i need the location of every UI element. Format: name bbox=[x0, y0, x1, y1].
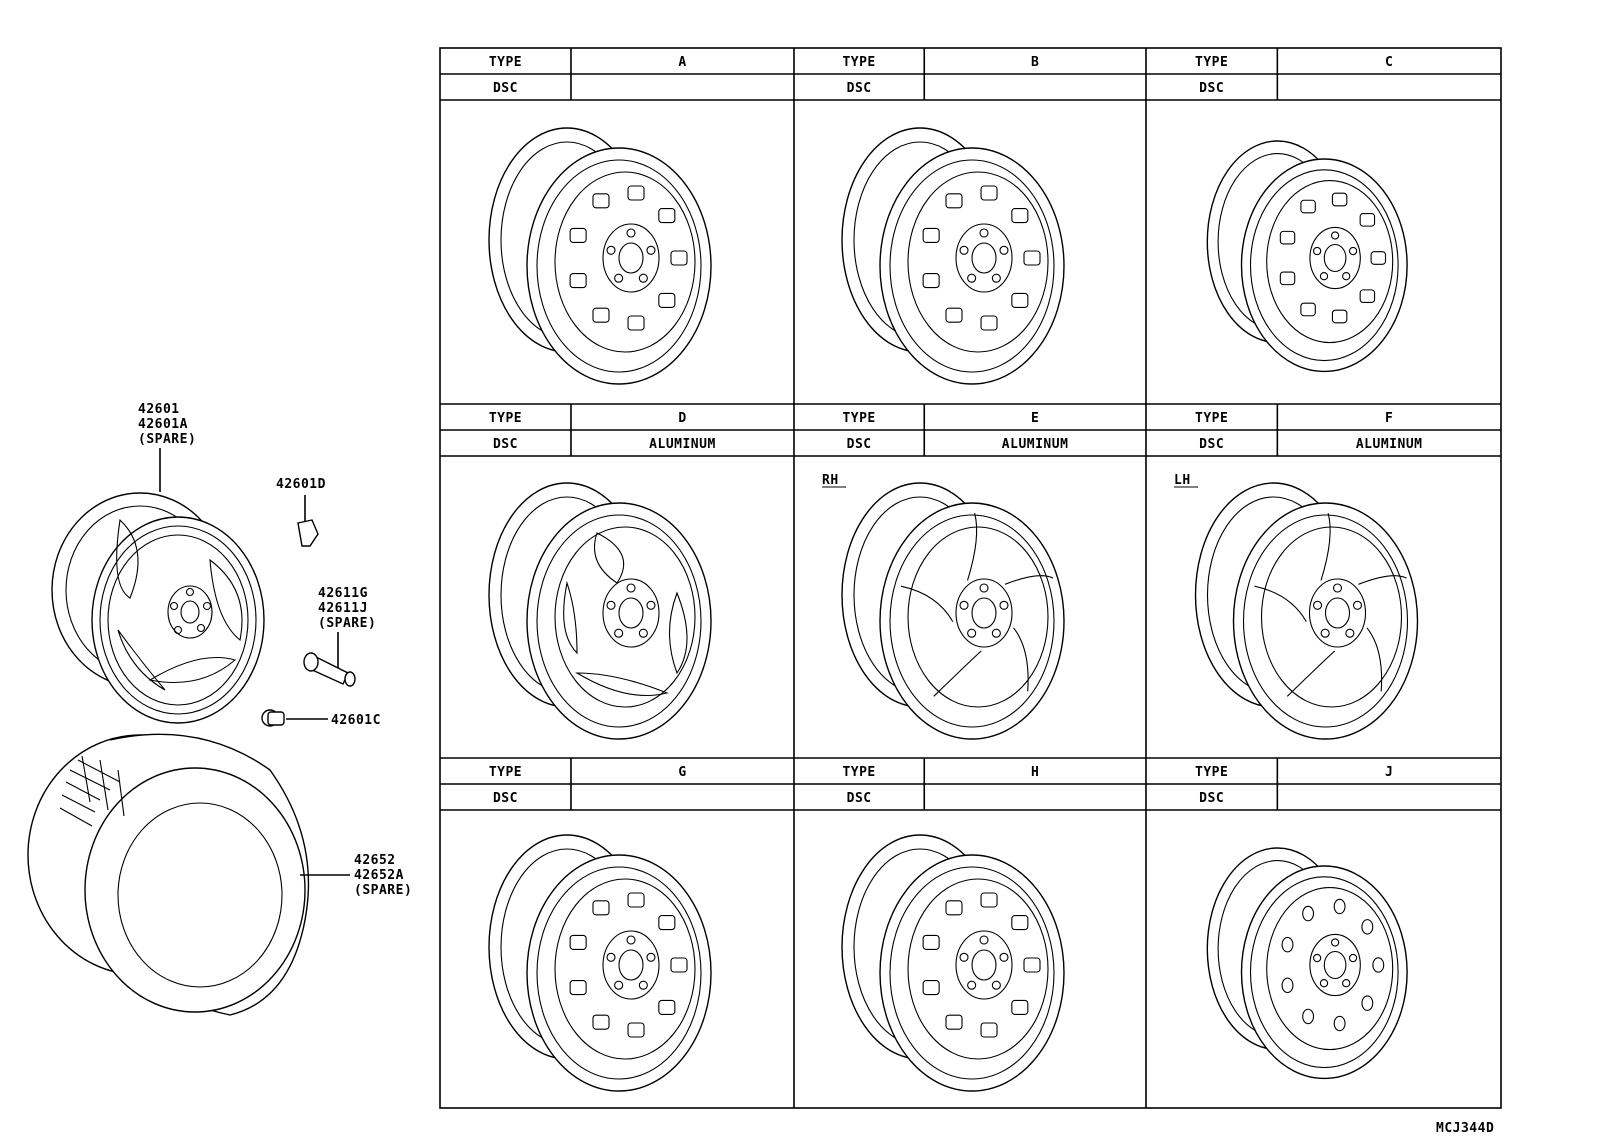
tire-drawing[interactable] bbox=[27, 733, 310, 1016]
valve-drawing[interactable] bbox=[303, 652, 356, 687]
wheel-drawing-J bbox=[1206, 847, 1408, 1080]
type-cell-G[interactable]: TYPE G DSC bbox=[440, 758, 794, 1092]
type-cell-E[interactable]: TYPE E DSC ALUMINUM RH bbox=[794, 404, 1146, 740]
wheel-part-number-spare: (SPARE) bbox=[138, 432, 196, 447]
aluminum-wheel-drawing[interactable] bbox=[51, 492, 265, 724]
type-cell-F[interactable]: TYPE F DSC ALUMINUM LH bbox=[1146, 404, 1501, 740]
side-label: RH bbox=[822, 473, 839, 488]
dsc-value: ALUMINUM bbox=[1002, 437, 1069, 452]
type-value: C bbox=[1385, 55, 1393, 70]
type-label: TYPE bbox=[489, 411, 522, 426]
type-value: G bbox=[678, 765, 686, 780]
wheel-part-number-2: 42601A bbox=[138, 417, 188, 432]
dsc-label: DSC bbox=[493, 81, 518, 96]
type-label: TYPE bbox=[489, 55, 522, 70]
type-cell-C[interactable]: TYPE C DSC bbox=[1146, 48, 1501, 373]
type-cells: TYPE A DSC TYPE B DSC TYPE C DSC TYPE D DSC ALUMINUM… bbox=[440, 48, 1501, 1092]
dsc-label: DSC bbox=[1199, 791, 1224, 806]
valve-part-number-2: 42611J bbox=[318, 601, 368, 616]
type-label: TYPE bbox=[842, 765, 875, 780]
side-label: LH bbox=[1174, 473, 1191, 488]
type-cell-A[interactable]: TYPE A DSC bbox=[440, 48, 794, 385]
cap-part-number: 42601C bbox=[331, 713, 381, 728]
wheel-drawing-E bbox=[841, 482, 1065, 740]
tire-part-number-2: 42652A bbox=[354, 868, 404, 883]
wheel-type-table bbox=[439, 47, 1502, 1109]
wheel-part-number-1: 42601 bbox=[138, 402, 180, 417]
type-label: TYPE bbox=[1195, 765, 1228, 780]
wheel-drawing-F bbox=[1194, 482, 1419, 740]
wheel-drawing-B bbox=[841, 127, 1065, 385]
figure-code: MCJ344D bbox=[1436, 1121, 1494, 1136]
type-value: B bbox=[1031, 55, 1039, 70]
dsc-label: DSC bbox=[493, 437, 518, 452]
wheel-drawing-C bbox=[1206, 140, 1408, 373]
valve-cap-drawing[interactable] bbox=[261, 709, 285, 727]
type-cell-B[interactable]: TYPE B DSC bbox=[794, 48, 1146, 385]
type-label: TYPE bbox=[842, 411, 875, 426]
left-parts-group: 42601 42601A (SPARE) 42601D bbox=[27, 402, 412, 1016]
dsc-label: DSC bbox=[847, 791, 872, 806]
dsc-label: DSC bbox=[1199, 81, 1224, 96]
type-value: J bbox=[1385, 765, 1393, 780]
wheel-drawing-H bbox=[841, 834, 1065, 1092]
dsc-label: DSC bbox=[493, 791, 518, 806]
tire-part-number-spare: (SPARE) bbox=[354, 883, 412, 898]
type-value: D bbox=[678, 411, 686, 426]
wheel-drawing-D bbox=[488, 482, 712, 740]
dsc-value: ALUMINUM bbox=[649, 437, 716, 452]
type-value: H bbox=[1031, 765, 1039, 780]
dsc-value: ALUMINUM bbox=[1356, 437, 1423, 452]
wheel-drawing-A bbox=[488, 127, 712, 385]
dsc-label: DSC bbox=[847, 81, 872, 96]
type-value: E bbox=[1031, 411, 1039, 426]
balance-weight-drawing[interactable] bbox=[297, 519, 319, 547]
type-cell-J[interactable]: TYPE J DSC bbox=[1146, 758, 1501, 1080]
type-label: TYPE bbox=[1195, 55, 1228, 70]
type-label: TYPE bbox=[1195, 411, 1228, 426]
type-value: A bbox=[678, 55, 686, 70]
tire-part-number-1: 42652 bbox=[354, 853, 396, 868]
valve-part-number-spare: (SPARE) bbox=[318, 616, 376, 631]
wheel-drawing-G bbox=[488, 834, 712, 1092]
valve-part-number-1: 42611G bbox=[318, 586, 368, 601]
type-label: TYPE bbox=[489, 765, 522, 780]
dsc-label: DSC bbox=[847, 437, 872, 452]
type-cell-H[interactable]: TYPE H DSC bbox=[794, 758, 1146, 1092]
dsc-label: DSC bbox=[1199, 437, 1224, 452]
weight-part-number: 42601D bbox=[276, 477, 326, 492]
type-value: F bbox=[1385, 411, 1393, 426]
type-cell-D[interactable]: TYPE D DSC ALUMINUM bbox=[440, 404, 794, 740]
type-label: TYPE bbox=[842, 55, 875, 70]
